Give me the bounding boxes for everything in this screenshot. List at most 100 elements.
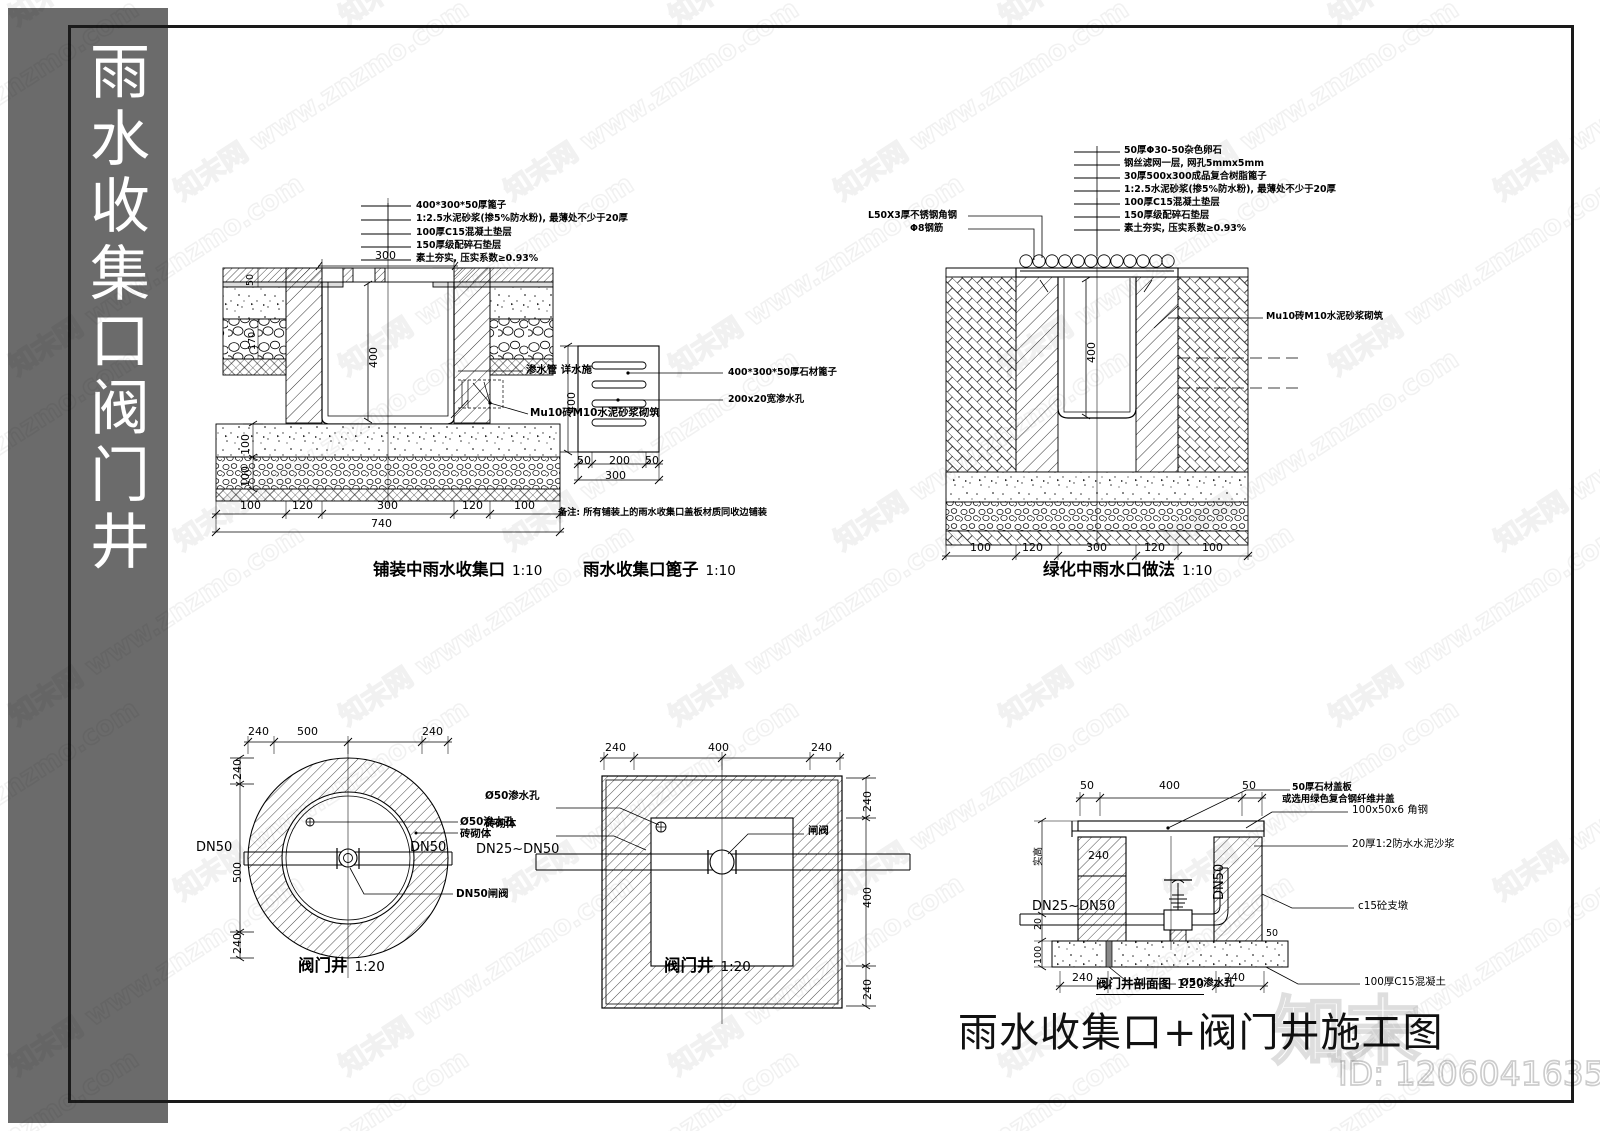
figure-title-green-inlet-text: 绿化中雨水口做法 xyxy=(1043,560,1175,579)
paved-inlet-dim-50: 50 xyxy=(245,273,256,286)
paved-inlet-dim-100b: 100 xyxy=(239,466,252,487)
grate-dim-400: 400 xyxy=(565,392,578,413)
grate-dim-total-300: 300 xyxy=(605,469,626,482)
paved-inlet-annotation-1: 400*300*50厚篦子 xyxy=(416,200,507,211)
paved-inlet-label-drain-pipe: 渗水管 详水施 xyxy=(526,364,592,376)
figure-title-grate: 雨水收集口篦子 1:10 xyxy=(583,556,736,580)
square-well-label-seepage-hole: Ø50渗水孔 xyxy=(485,790,540,802)
green-inlet-label-rebar: Φ8钢筋 xyxy=(910,223,944,234)
green-inlet-dim-400: 400 xyxy=(1085,342,1098,363)
green-inlet-dim-b3: 300 xyxy=(1086,541,1107,554)
section-label-waterproof-mortar: 20厚1:2防水水泥沙浆 xyxy=(1352,838,1455,850)
section-dim-20: 20 xyxy=(1033,917,1044,930)
figure-title-grate-text: 雨水收集口篦子 xyxy=(583,560,699,579)
title-panel xyxy=(8,8,168,1123)
vertical-title-char: 集 xyxy=(90,239,150,310)
figure-paved-inlet-geometry xyxy=(211,198,565,537)
section-dim-inner-50: 50 xyxy=(1266,928,1279,939)
section-dim-t1: 50 xyxy=(1080,779,1094,792)
square-well-dim-r3: 240 xyxy=(861,979,874,1000)
green-inlet-label-mortar: Mu10砖M10水泥砂浆砌筑 xyxy=(1266,311,1384,322)
square-well-label-brickwork: 砖砌体 xyxy=(485,818,517,830)
paved-inlet-label-mortar: Mu10砖M10水泥砂浆砌筑 xyxy=(530,407,660,419)
square-well-dim-t1: 240 xyxy=(605,741,626,754)
grate-annotation-1: 400*300*50厚石材篦子 xyxy=(728,367,837,378)
round-well-dim-l2: 500 xyxy=(231,862,244,883)
figure-scale-square-well: 1:20 xyxy=(720,959,751,975)
paved-inlet-annotation-4: 150厚级配碎石垫层 xyxy=(416,240,502,251)
figure-grate-geometry xyxy=(560,342,723,485)
green-inlet-annotation-4: 1:2.5水泥砂浆(掺5%防水粉), 最薄处不少于20厚 xyxy=(1124,184,1336,195)
vertical-title-char: 门 xyxy=(90,441,150,512)
round-well-label-dn50-valve: DN50闸阀 xyxy=(456,888,509,900)
section-dim-100: 100 xyxy=(1033,945,1044,964)
round-well-label-dn50-right: DN50 xyxy=(410,840,447,855)
section-label-cover-alt: 或选用绿色复合钢纤维井盖 xyxy=(1282,794,1395,805)
square-well-dim-t3: 240 xyxy=(811,741,832,754)
round-well-dim-t1: 240 xyxy=(248,725,269,738)
grate-remark: 备注: 所有铺装上的雨水收集口盖板材质同收边铺装 xyxy=(558,507,767,518)
figure-valve-well-square-geometry xyxy=(535,752,911,1024)
paved-inlet-dim-b3: 300 xyxy=(377,499,398,512)
paved-inlet-dim-top-300: 300 xyxy=(375,249,396,262)
vertical-title-char: 收 xyxy=(90,172,150,243)
round-well-label-seepage-hole: Ø50渗水孔 xyxy=(460,816,515,828)
figure-title-green-inlet: 绿化中雨水口做法 1:10 xyxy=(1043,556,1212,580)
grate-dim-b2: 200 xyxy=(609,454,630,467)
square-well-label-pipe-dn: DN25~DN50 xyxy=(476,842,560,857)
vertical-title-char: 水 xyxy=(90,105,150,176)
figure-scale-section: 1:20 xyxy=(1177,977,1204,991)
section-label-c15-concrete: 100厚C15混凝土 xyxy=(1364,976,1446,988)
section-label-c15-support: c15砼支墩 xyxy=(1358,900,1409,912)
green-inlet-annotation-6: 150厚级配碎石垫层 xyxy=(1124,210,1210,221)
green-inlet-dim-b4: 120 xyxy=(1144,541,1165,554)
figure-scale-round-well: 1:20 xyxy=(354,959,385,975)
drawing-sheet: 400*300*50厚篦子 1:2.5水泥砂浆(掺5%防水粉), 最薄处不少于2… xyxy=(168,28,1572,1100)
section-label-pipe-dn: DN25~DN50 xyxy=(1032,899,1116,914)
paved-inlet-annotation-5: 素土夯实, 压实系数≥0.93% xyxy=(416,253,539,264)
sheet-main-title: 雨水收集口+阀门井施工图 xyxy=(958,1010,1444,1056)
section-dim-height: 实高 xyxy=(1033,846,1044,866)
round-well-dim-t3: 240 xyxy=(422,725,443,738)
paved-inlet-annotation-2: 1:2.5水泥砂浆(掺5%防水粉), 最薄处不少于20厚 xyxy=(416,213,628,224)
figure-title-paved-inlet-text: 铺装中雨水收集口 xyxy=(373,560,505,579)
figure-title-square-well-text: 阀门井 xyxy=(664,956,714,975)
paved-inlet-dim-total-740: 740 xyxy=(371,517,392,530)
vertical-title-char: 雨 xyxy=(90,38,150,108)
paved-inlet-annotation-3: 100厚C15混凝土垫层 xyxy=(416,227,512,238)
round-well-label-brickwork: 砖砌体 xyxy=(460,828,492,840)
section-dim-t3: 50 xyxy=(1242,779,1256,792)
round-well-dim-t2: 500 xyxy=(297,725,318,738)
square-well-label-valve: 闸阀 xyxy=(808,825,829,837)
watermark-id: ID: 1206041635 xyxy=(1337,1053,1600,1094)
figure-scale-grate: 1:10 xyxy=(705,563,736,579)
section-label-dn50: DN50 xyxy=(1212,863,1227,900)
square-well-dim-r2: 400 xyxy=(861,887,874,908)
green-inlet-annotation-5: 100厚C15混凝土垫层 xyxy=(1124,197,1220,208)
vertical-title-char: 口 xyxy=(90,306,150,377)
figure-scale-green-inlet: 1:10 xyxy=(1182,563,1213,579)
paved-inlet-dim-170: 170 xyxy=(247,331,258,350)
figure-valve-well-section-geometry xyxy=(1019,789,1360,993)
figure-green-inlet-geometry xyxy=(941,146,1298,561)
figure-title-section-text: 阀门井剖面图 xyxy=(1096,976,1172,991)
grate-dim-b3: 50 xyxy=(645,454,659,467)
section-label-seepage-hole: Ø50渗水孔 xyxy=(1180,977,1235,989)
section-label-angle-steel: 100x50x6 角钢 xyxy=(1352,804,1429,816)
vertical-sheet-title: 雨水收集口阀门井 xyxy=(72,38,168,578)
paved-inlet-dim-b5: 100 xyxy=(514,499,535,512)
round-well-dim-l1: 240 xyxy=(231,759,244,780)
figure-title-square-well: 阀门井 1:20 xyxy=(664,952,751,976)
watermark-brand: 知末 xyxy=(1271,988,1421,1076)
section-label-cover-slab: 50厚石材盖板 xyxy=(1292,782,1352,793)
green-inlet-label-angle-steel: L50X3厚不锈钢角钢 xyxy=(868,210,958,221)
green-inlet-annotation-1: 50厚Φ30-50杂色卵石 xyxy=(1124,145,1222,156)
square-well-dim-r1: 240 xyxy=(861,791,874,812)
green-inlet-annotation-7: 素土夯实, 压实系数≥0.93% xyxy=(1124,223,1247,234)
green-inlet-dim-b2: 120 xyxy=(1022,541,1043,554)
paved-inlet-dim-400: 400 xyxy=(367,347,380,368)
grate-annotation-2: 200x20宽渗水孔 xyxy=(728,394,805,405)
